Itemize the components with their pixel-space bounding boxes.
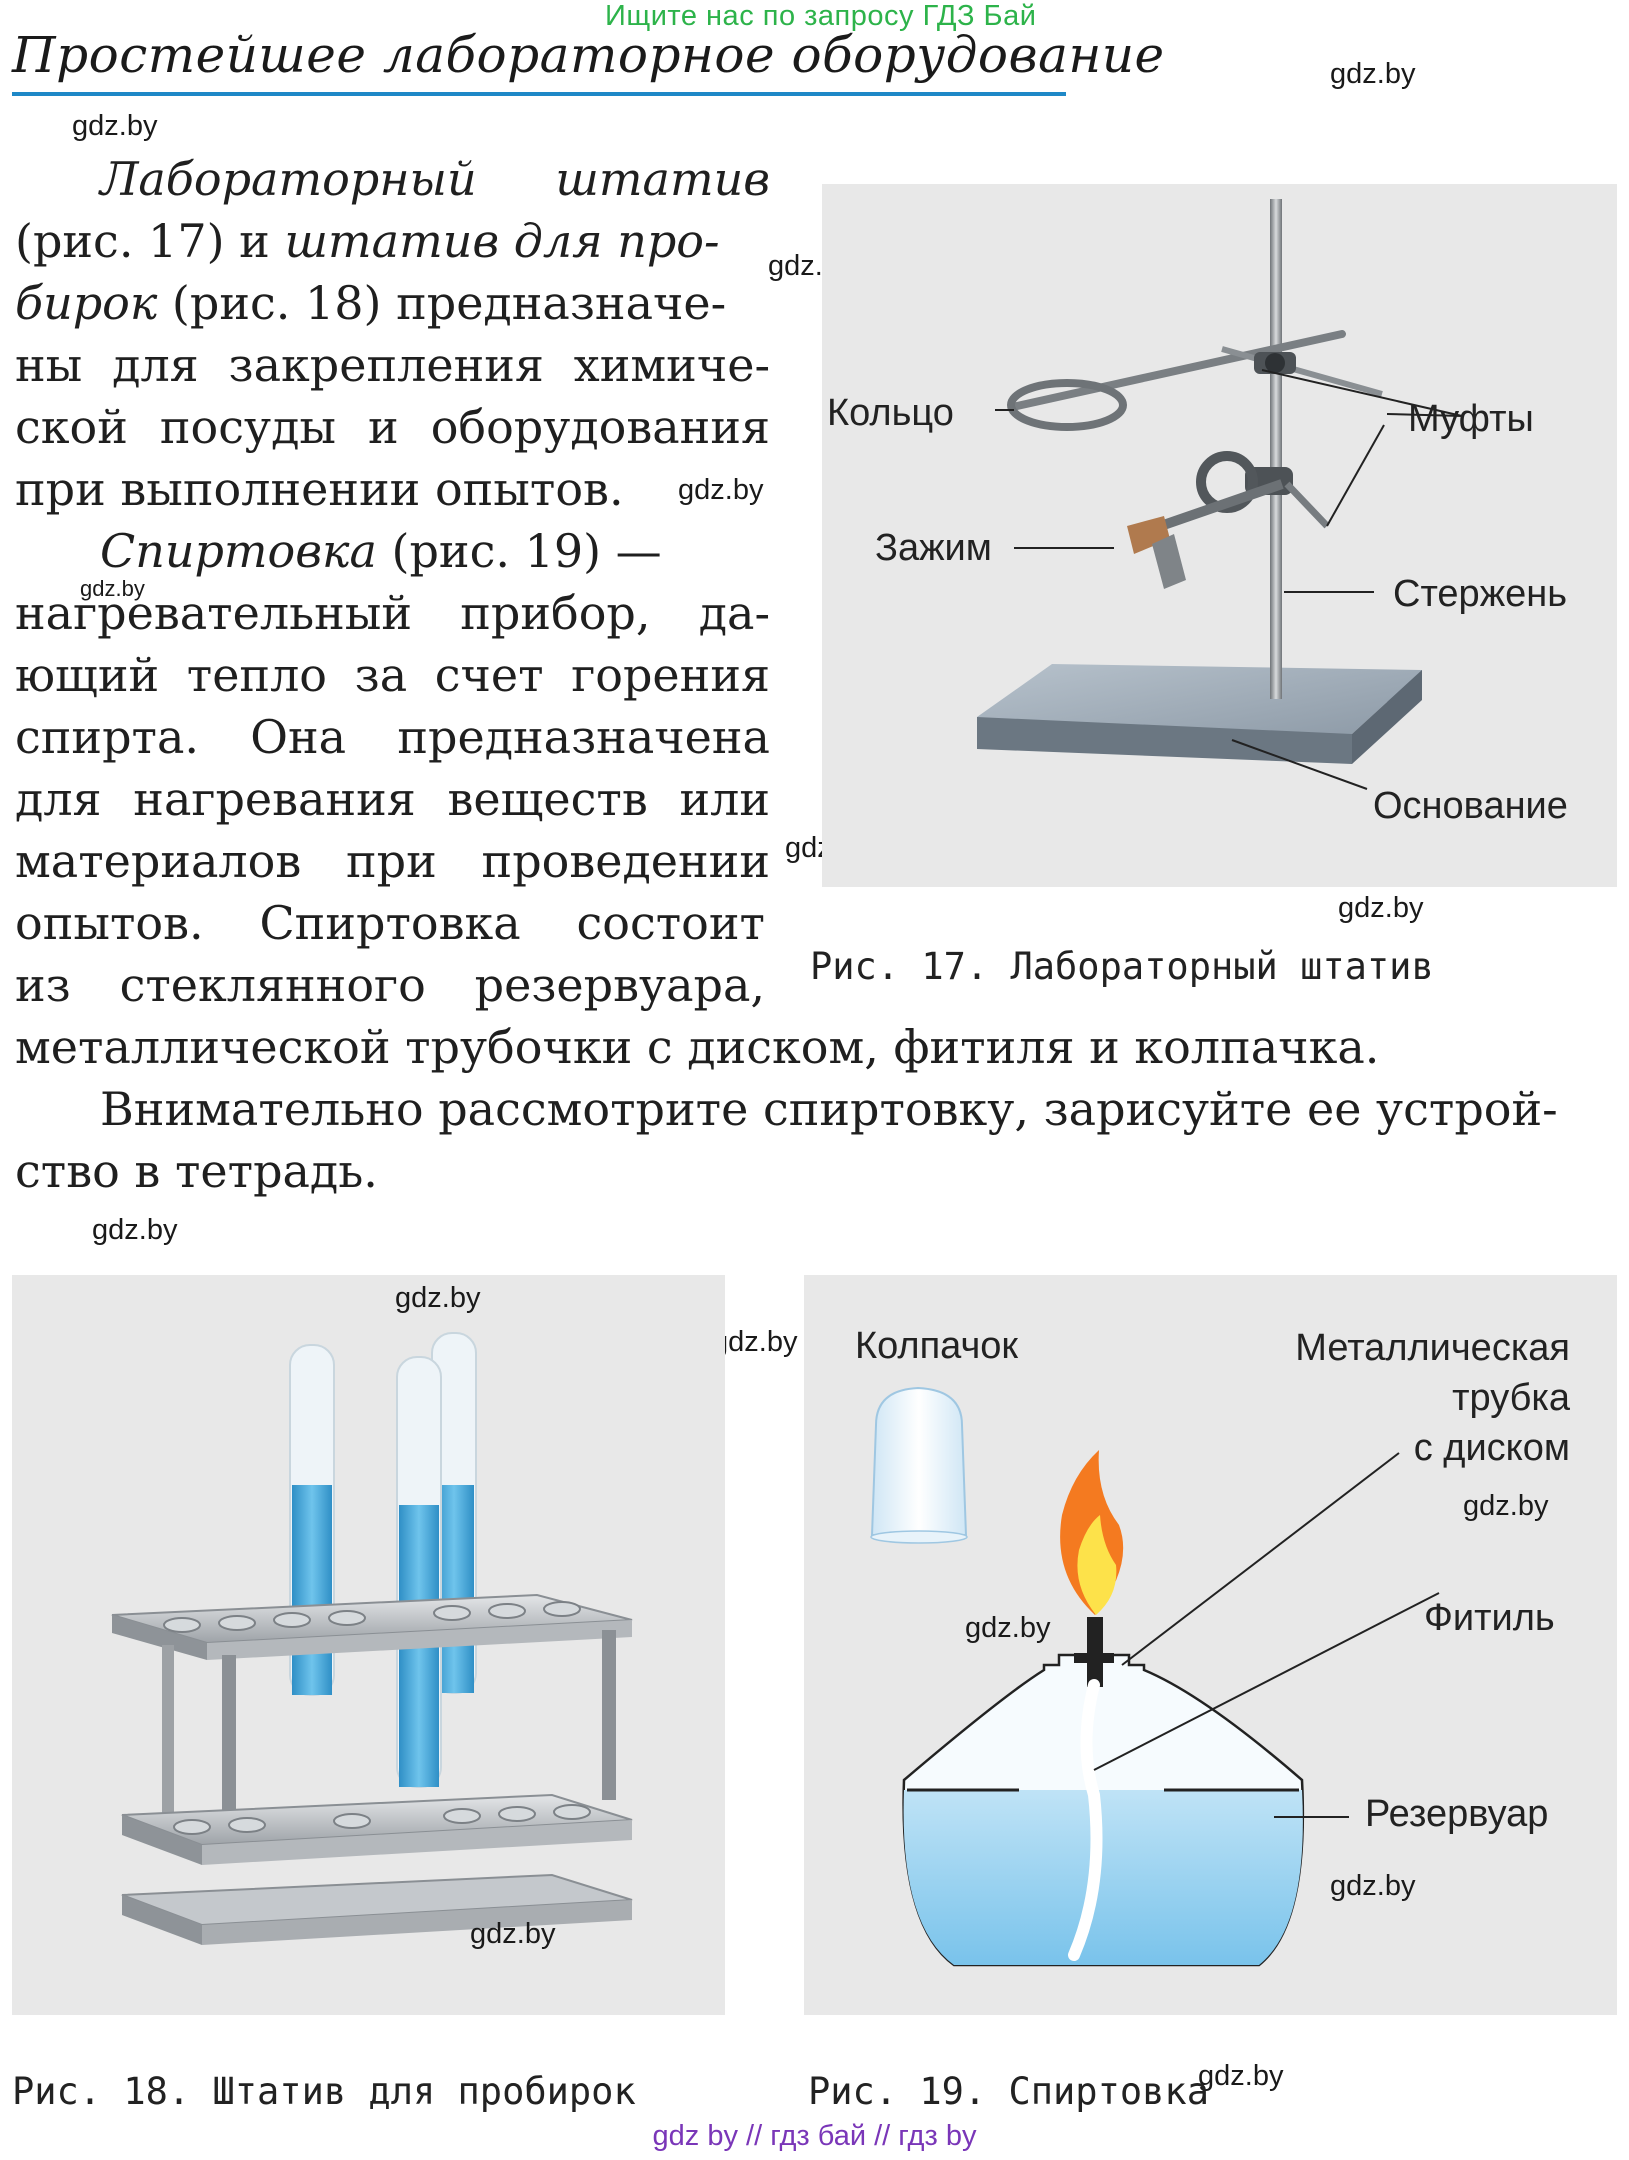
page-title: Простейшее лабораторное оборудование [12,26,1165,84]
watermark: gdz.by [965,1612,1051,1644]
figure-18-panel [12,1275,725,2015]
label-reservoir: Резервуар [1365,1793,1549,1835]
text-line: для нагревания веществ или [15,772,770,826]
lab-stand-illustration [977,199,1463,790]
label-wick: Фитиль [1424,1597,1555,1639]
label-cap: Колпачок [855,1325,1019,1367]
text-line: Спиртовка (рис. 19) — [100,524,662,578]
lamp-cap [870,1386,968,1536]
metal-tube [1087,1617,1103,1687]
lamp-liquid [903,1790,1303,1965]
watermark: gdz.by [92,1214,178,1246]
watermark: gdz.by [1330,58,1416,90]
label-metal-tube: Металлическая трубка с диском [1295,1327,1570,1469]
text-line: Лабораторный штатив [100,152,770,206]
figure-19-caption: Рис. 19. Спиртовка [808,2070,1209,2113]
label-clamp: Зажим [875,527,992,569]
label-couplings: Муфты [1408,398,1534,440]
lamp-wick [1068,1679,1103,1961]
flame-inner [1077,1515,1117,1615]
figure-18-caption: Рис. 18. Штатив для пробирок [12,2070,636,2113]
watermark: gdz.by [470,1918,556,1950]
label-ring: Кольцо [827,392,954,434]
text-line: из стеклянного резервуара, [15,958,765,1012]
text-line: металлической трубочки с диском, фитиля … [15,1020,1380,1074]
watermark: gdz.by [1463,1490,1549,1522]
stand-base-side [977,717,1352,764]
watermark: gdz.by [712,1326,798,1358]
spirit-lamp-illustration [870,1386,1440,1967]
clamp-jaw [1127,516,1170,554]
text-line: спирта. Она предназначена [15,710,770,764]
footer-links[interactable]: gdz by // гдз бай // гдз by [652,2120,977,2152]
figure-19-panel [804,1275,1617,2015]
tube-liquid [292,1485,332,1695]
watermark: gdz.by [80,576,145,601]
stand-rod [1270,199,1282,699]
test-tube-rack-illustration [111,1332,633,1945]
text-line: нагревательный прибор, да- [15,586,770,640]
watermark: gdz.by [72,110,158,142]
watermark: gdz.by [395,1282,481,1314]
text-line: ющий тепло за счет горения [15,648,770,702]
text-line: ской посуды и оборудования [15,400,770,454]
text-line: бирок (рис. 18) предназначе- [15,276,727,330]
figure-17-caption: Рис. 17. Лабораторный штатив [810,945,1434,988]
watermark: gdz.by [1198,2060,1284,2092]
figure-17-panel [822,184,1617,887]
text-line: при выполнении опытов. [15,462,624,516]
watermark: gdz.by [1330,1870,1416,1902]
text-line: ны для закрепления химиче- [15,338,770,392]
text-line: Внимательно рассмотрите спиртовку, зарис… [100,1082,1558,1136]
ring [1007,379,1127,431]
label-base: Основание [1373,785,1568,827]
text-line: материалов при проведении [15,834,770,888]
text-line: ство в тетрадь. [15,1144,378,1198]
text-line: опытов. Спиртовка состоит [15,896,765,950]
watermark: gdz.by [1338,892,1424,924]
search-hint-link[interactable]: Ищите нас по запросу ГДЗ Бай [605,0,1037,32]
title-underline [12,92,1066,96]
label-rod: Стержень [1393,573,1568,615]
clamp-arm [1150,479,1284,534]
watermark: gdz.by [678,474,764,506]
ring-arm [1013,330,1346,410]
text-line: (рис. 17) и штатив для про- [15,214,720,268]
